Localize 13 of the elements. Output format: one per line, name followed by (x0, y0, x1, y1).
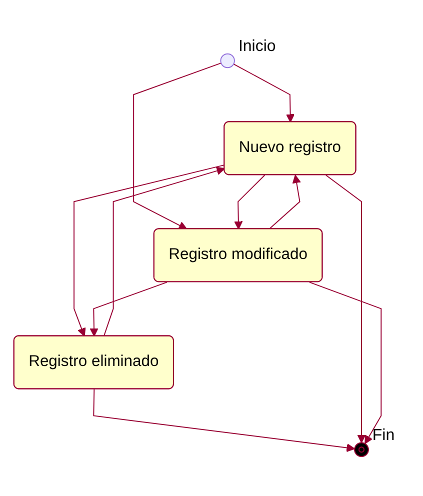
state-label: Inicio (238, 38, 276, 56)
arrow (103, 166, 226, 336)
arrow (74, 164, 226, 336)
arrow (268, 174, 301, 230)
arrow (325, 174, 366, 443)
node-circle (220, 53, 235, 68)
arrow (90, 282, 168, 336)
arrow (233, 63, 295, 122)
arrow (133, 62, 222, 230)
arrow (93, 388, 356, 452)
arrow (234, 174, 266, 230)
arrow (308, 282, 382, 444)
state-label: Fin (372, 426, 395, 445)
